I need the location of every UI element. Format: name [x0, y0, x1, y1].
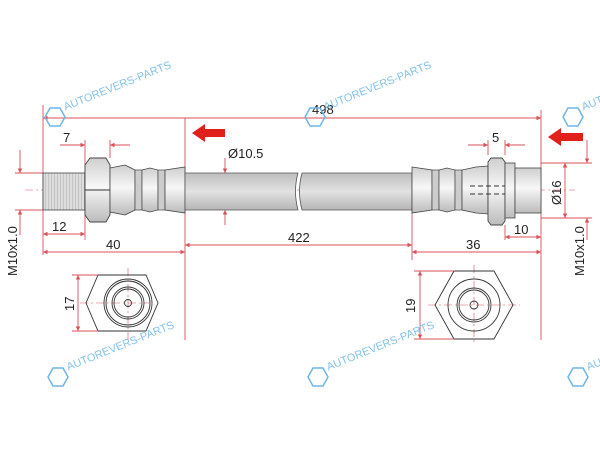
svg-text:AUTOREVERS-PARTS: AUTOREVERS-PARTS: [325, 319, 436, 373]
dim-left-thread: M10x1.0: [5, 226, 20, 276]
dim-right-diameter: Ø16: [549, 180, 564, 205]
watermark-logo: AUTOREVERS-PARTS: [567, 319, 600, 387]
dim-left-hex-size: 17: [62, 297, 77, 311]
dim-left-nut-offset: 7: [63, 130, 70, 145]
left-end-view: 17: [62, 268, 159, 340]
svg-text:AUTOREVERS-PARTS: AUTOREVERS-PARTS: [580, 59, 600, 113]
right-direction-arrow: [548, 128, 583, 146]
right-end-view: 19: [403, 265, 520, 345]
svg-text:AUTOREVERS-PARTS: AUTOREVERS-PARTS: [62, 59, 173, 113]
watermark-logo: AUTOREVERS-PARTS: [307, 319, 436, 387]
dim-right-nut-length: 10: [514, 222, 528, 237]
dimension-lines: [17, 115, 590, 255]
dim-hose-length: 422: [288, 230, 310, 245]
dim-right-fitting-length: 36: [466, 237, 480, 252]
right-fitting: [411, 157, 542, 226]
dim-tube-diameter: Ø10.5: [228, 146, 263, 161]
watermark-logo: AUTOREVERS-PARTS: [44, 59, 173, 127]
svg-text:AUTOREVERS-PARTS: AUTOREVERS-PARTS: [322, 59, 433, 113]
dim-right-thread: M10x1.0: [572, 226, 587, 276]
watermark-logo: AUTOREVERS-PARTS: [47, 319, 176, 387]
left-fitting: [42, 157, 186, 223]
dim-right-hex-size: 19: [403, 299, 418, 313]
svg-text:AUTOREVERS-PARTS: AUTOREVERS-PARTS: [585, 319, 600, 373]
hose: [184, 172, 413, 211]
left-direction-arrow: [192, 124, 225, 142]
dim-overall-length: 498: [312, 102, 334, 117]
extension-lines: [15, 105, 592, 340]
dim-thread-length: 12: [52, 219, 66, 234]
watermark-logo: AUTOREVERS-PARTS: [562, 59, 600, 127]
svg-text:AUTOREVERS-PARTS: AUTOREVERS-PARTS: [65, 319, 176, 373]
watermark-logo: AUTOREVERS-PARTS: [304, 59, 433, 127]
dim-left-fitting-length: 40: [106, 237, 120, 252]
dim-right-hex-width: 5: [492, 130, 499, 145]
